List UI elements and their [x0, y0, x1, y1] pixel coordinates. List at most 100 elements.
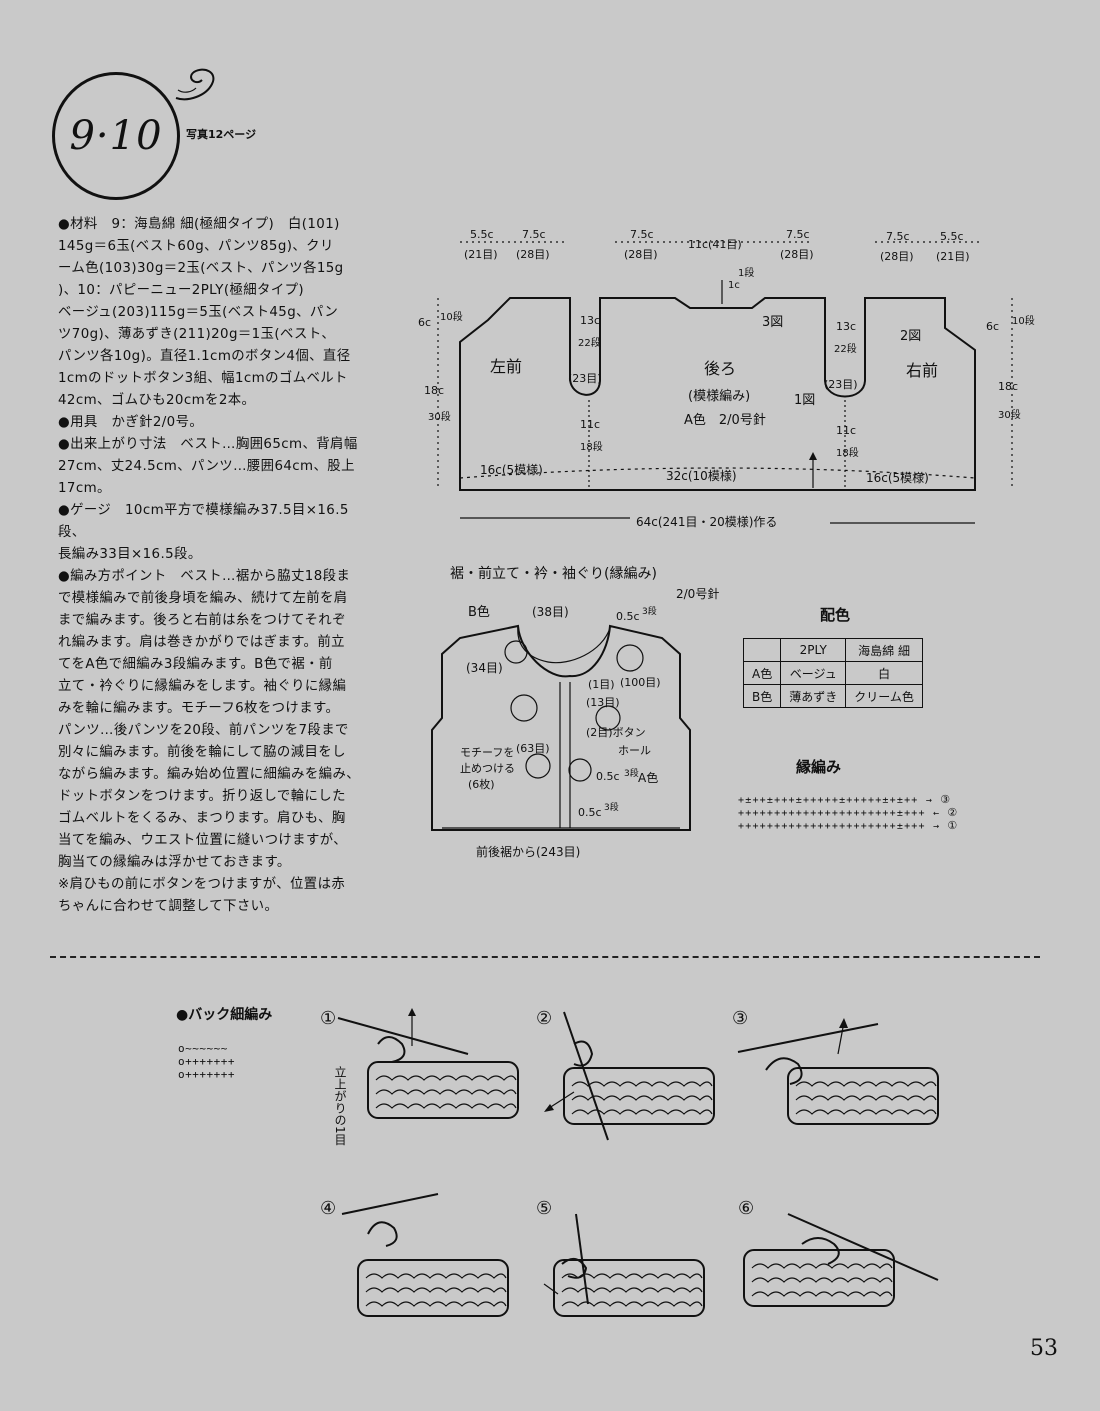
points-line: 当てを編み、ウエスト位置に縫いつけますが、 — [58, 833, 348, 848]
points-line: れ編みます。肩は巻きかがりではぎます。前立 — [58, 635, 345, 650]
symbol-row: o+++++++ — [178, 1068, 235, 1081]
tools-line: ●用具 かぎ針2/0号。 — [58, 415, 204, 430]
trim-hundred: (100目) — [620, 676, 661, 689]
step1-note: 立上がりの1目 — [333, 1065, 347, 1146]
points-line: ながら編みます。編み始め位置に細編みを編み、 — [58, 767, 361, 782]
trim-motif-2: 止めつける — [460, 762, 515, 775]
gauge-line: 長編み33目×16.5段。 — [58, 547, 202, 562]
dim-text: 5.5c — [940, 230, 964, 243]
materials-line: 42cm、ゴムひも20cmを2本。 — [58, 393, 256, 408]
dim-text: 7.5c — [786, 228, 810, 241]
side-dim-right: 11c — [836, 424, 856, 437]
dim-text: (21目) — [464, 248, 498, 261]
color-needle-label: A色 2/0号針 — [684, 412, 766, 428]
side-rows-right: 18段 — [836, 446, 859, 459]
body-rows-right: 30段 — [998, 408, 1021, 421]
left-front-label: 左前 — [490, 357, 522, 376]
points-line: パンツ…後パンツを20段、前パンツを7段まで — [58, 723, 349, 738]
table-cell — [742, 638, 782, 662]
trim-buttonhole-2: ホール — [618, 744, 651, 757]
edge-row: ++++++++++++++++++++++±+++ ← ② — [738, 806, 959, 820]
dim-text: (28目) — [880, 250, 914, 263]
arm-dim-left: 13c — [580, 314, 600, 327]
trim-motif-3: (6枚) — [468, 777, 495, 791]
step-number: ⑥ — [738, 1198, 754, 1219]
dim-text: 7.5c — [886, 230, 910, 243]
fig2-label: 2図 — [900, 329, 921, 344]
table-cell: A色 — [742, 661, 782, 685]
table-row: A色 ベージュ 白 — [742, 661, 923, 685]
trim-schematic: B色 (38目) 0.5c 3段 (34目) (1目) (13目) (100目)… — [431, 604, 691, 859]
shoulder-dim-right: 6c — [986, 320, 999, 333]
bottom-right-dim: 16c(5模様) — [866, 471, 929, 485]
back-sc-steps: ① 立上がりの1目 ② ③ ④ ⑤ ⑥ — [320, 1008, 939, 1317]
table-cell: 2PLY — [780, 638, 847, 662]
trim-motif-1: モチーフを — [460, 746, 514, 759]
points-line: 胸当ての縁編みは浮かせておきます。 — [58, 855, 291, 870]
trim-neck: (38目) — [532, 605, 569, 619]
points-line: 別々に編みます。前後を輪にして脇の減目をし — [58, 745, 346, 760]
materials-text: ●材料 9：海島綿 細(極細タイプ) 白(101) 145g＝6玉(ベスト60g… — [58, 214, 376, 918]
step-number: ③ — [732, 1008, 748, 1029]
table-cell: ベージュ — [780, 661, 847, 685]
step-number: ④ — [320, 1198, 336, 1219]
materials-line: ベージュ(203)115g＝5玉(ベスト45g、パン — [58, 305, 339, 320]
note-line: ちゃんに合わせて調整して下さい。 — [58, 899, 279, 914]
step-number: ⑤ — [536, 1198, 552, 1219]
body-dim-left: 18c — [424, 384, 444, 397]
size-line: 27cm、丈24.5cm、パンツ…腰囲64cm、股上17cm。 — [58, 459, 355, 496]
points-line: てをA色で細編み3段編みます。B色で裾・前 — [58, 657, 333, 672]
table-row: B色 薄あずき クリーム色 — [742, 684, 923, 708]
size-line: ●出来上がり寸法 ベスト…胸囲65cm、背肩幅 — [58, 437, 358, 452]
body-schematic: 5.5c (21目) 7.5c (28目) 7.5c (28目) 11c(41目… — [418, 228, 1035, 529]
body-rows-left: 30段 — [428, 410, 451, 423]
trim-buttonhole-1: (2目)ボタン — [586, 726, 646, 739]
row-marker: ③ — [940, 793, 952, 806]
trim-bottom-edge-rows: 3段 — [604, 801, 619, 813]
points-line: ●編み方ポイント ベスト…裾から脇丈18段ま — [58, 569, 351, 584]
badge-swirl-icon — [175, 68, 215, 101]
pattern-badge — [52, 72, 180, 200]
back-sc-symbols: o~~~~~~ o+++++++ o+++++++ — [178, 1042, 235, 1081]
dim-text: 5.5c — [470, 228, 494, 241]
arm-sts-right: (23目) — [824, 378, 858, 391]
row-marker: ① — [947, 819, 959, 832]
neck-dim: 1c — [728, 280, 740, 291]
trim-needle: 2/0号針 — [676, 587, 720, 601]
materials-line: 145g＝6玉(ベスト60g、パンツ85g)、クリ — [58, 239, 334, 254]
materials-line: ツ70g)、薄あずき(211)20g＝1玉(ベスト、 — [58, 327, 336, 342]
shoulder-rows: 10段 — [440, 310, 463, 323]
materials-line: パンツ各10g)。直径1.1cmのボタン4個、直径 — [58, 349, 351, 364]
pattern-number: 9·10 — [69, 113, 163, 159]
points-line: ゴムベルトをくるみ、まつります。肩ひも、胸 — [58, 811, 346, 826]
trim-top-edge: 0.5c — [616, 610, 640, 623]
table-row: 2PLY 海島綿 細 — [742, 638, 923, 662]
points-line: で模様編みで前後身頃を編み、続けて左前を肩 — [58, 591, 348, 606]
bottom-left-dim: 16c(5模様) — [480, 463, 543, 477]
side-rows-left: 18段 — [580, 440, 603, 453]
edge-chart-title: 縁編み — [796, 758, 842, 776]
trim-thirteen: (13目) — [586, 696, 620, 709]
trim-a-edge: 0.5c — [596, 770, 620, 783]
neck-rows: 1段 — [738, 266, 754, 279]
trim-a-edge-rows: 3段 — [624, 767, 639, 779]
body-dim-right: 18c — [998, 380, 1018, 393]
trim-b-color: B色 — [468, 604, 490, 620]
dim-text: (28目) — [624, 248, 658, 261]
edge-chart: +±++±+++±+++++±+++++±+±++ → ③ ++++++++++… — [738, 794, 958, 833]
step-number: ② — [536, 1008, 552, 1029]
photo-reference: 写真12ページ — [186, 128, 257, 141]
dim-text: 7.5c — [522, 228, 546, 241]
arm-rows-left: 22段 — [578, 336, 601, 349]
note-line: ※肩ひもの前にボタンをつけますが、位置は赤 — [58, 877, 346, 892]
materials-line: 1cmのドットボタン3組、幅1cmのゴムベルト — [58, 371, 348, 386]
bottom-center-dim: 32c(10模様) — [666, 469, 737, 483]
materials-line: ーム色(103)30g＝2玉(ベスト、パンツ各15g — [58, 261, 344, 276]
points-line: みを輪に編みます。モチーフ6枚をつけます。 — [58, 701, 340, 716]
table-cell: 海島綿 細 — [845, 638, 923, 662]
total-dim: 64c(241目・20模様)作る — [636, 515, 777, 529]
back-stitch-label: (模様編み) — [688, 388, 750, 404]
dim-text: (28目) — [780, 248, 814, 261]
points-line: ドットボタンをつけます。折り返しで輪にした — [58, 789, 346, 804]
trim-a-color: A色 — [638, 771, 658, 785]
